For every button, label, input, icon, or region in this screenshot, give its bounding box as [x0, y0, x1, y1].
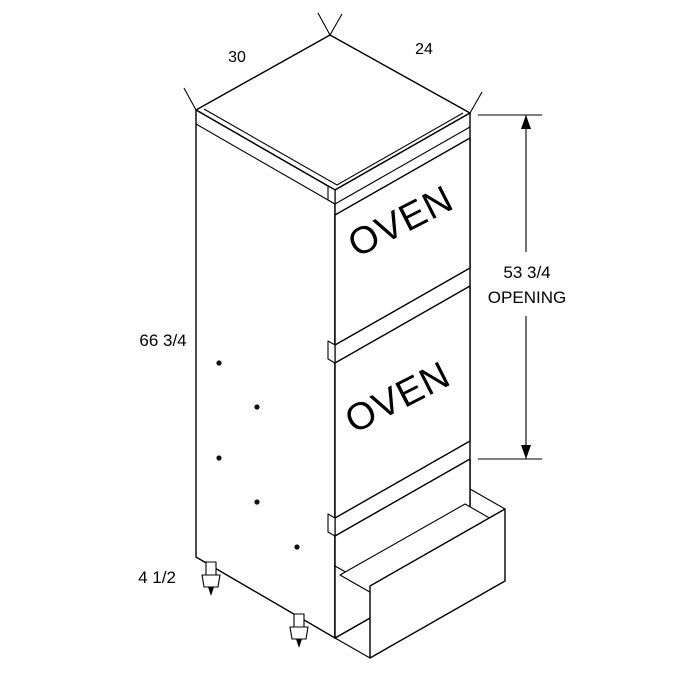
top-slab-edge-side: [195, 123, 336, 205]
opening-dimension: 53 3/4 OPENING: [478, 114, 566, 460]
width-extension-line-left: [183, 87, 197, 111]
drawer: [334, 488, 506, 659]
oven-opening-upper: [334, 137, 471, 346]
cabinet: [195, 34, 471, 639]
shelf-pin-hole: [294, 544, 300, 550]
leg-stem: [293, 613, 305, 628]
shelf-pin-hole: [216, 360, 222, 366]
width-extension-line-right: [317, 12, 331, 36]
top-slab-edge-front: [334, 126, 471, 205]
leg-tip: [296, 639, 302, 648]
mid-rail-end-cap: [327, 340, 336, 364]
leveler-legs: [201, 561, 309, 648]
leveler-leg-front: [289, 613, 309, 648]
label-height: 66 3/4: [139, 331, 186, 350]
side-panel-holes: [216, 360, 300, 550]
oven-opening-lower: [334, 285, 471, 519]
leg-stem: [205, 561, 217, 576]
drawer-slide-line-top-right: [469, 488, 506, 510]
leveler-leg-back: [201, 561, 221, 596]
label-depth: 24: [415, 41, 433, 58]
label-toe-kick: 4 1/2: [138, 568, 176, 587]
label-width: 30: [228, 49, 246, 66]
label-opening-word: OPENING: [488, 288, 566, 307]
leg-tip: [208, 587, 214, 596]
slab-end-cap: [327, 185, 336, 205]
depth-extension-line-right: [469, 91, 483, 114]
shelf-pin-hole: [254, 404, 260, 410]
shelf-pin-hole: [254, 499, 260, 505]
drawer-slide-line-bottom-left: [334, 637, 371, 659]
leg-foot: [289, 626, 309, 640]
leg-foot: [201, 574, 221, 588]
label-opening-height: 53 3/4: [503, 263, 550, 282]
shelf-pin-hole: [216, 455, 222, 461]
dim-arrow-down-icon: [521, 445, 531, 459]
drawer-front: [369, 508, 506, 659]
cabinet-side-panel: [195, 109, 336, 639]
depth-dimension: 24: [329, 13, 483, 114]
dim-arrow-up-icon: [521, 115, 531, 129]
top-face-rim: [203, 108, 464, 186]
bottom-rail-end-cap: [327, 513, 336, 537]
depth-extension-line-left: [329, 13, 343, 36]
width-dimension: 30: [183, 12, 331, 111]
